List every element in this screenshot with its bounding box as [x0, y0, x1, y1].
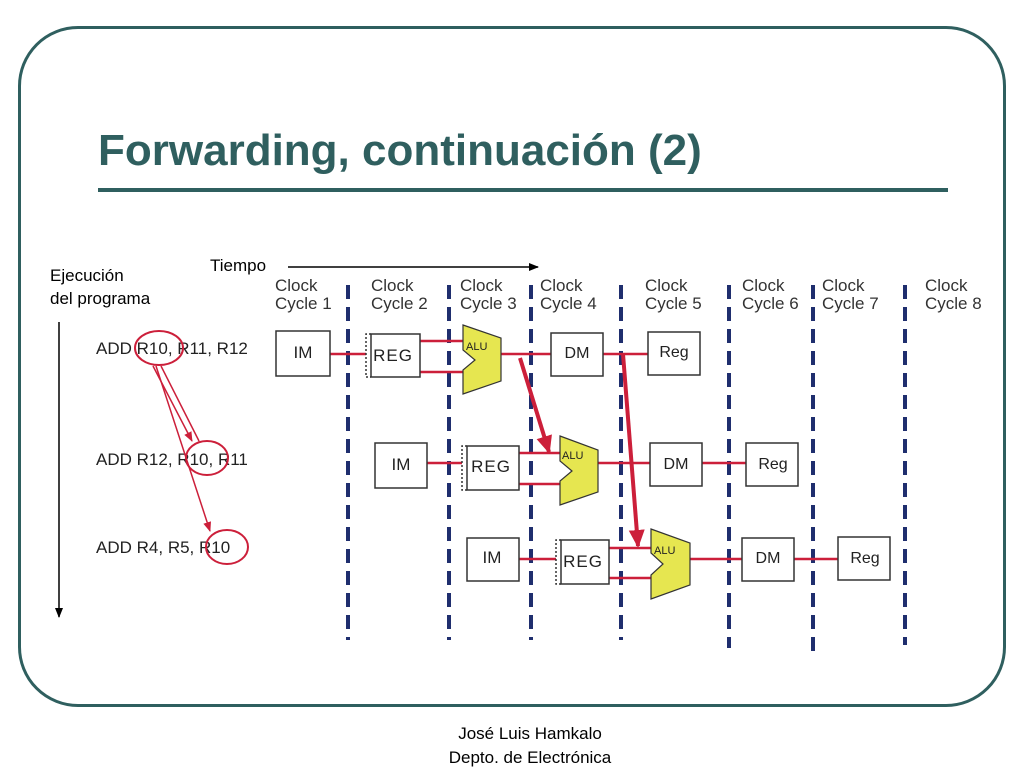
- footer-department: Depto. de Electrónica: [448, 748, 612, 767]
- pipeline-row-1: IM REG ALU DM Reg: [275, 324, 701, 395]
- dm-stage-box: [550, 332, 604, 377]
- alu-label: ALU: [466, 341, 487, 353]
- reg-stage-label: REG: [373, 346, 413, 365]
- dm-stage-box: [649, 442, 703, 487]
- time-label: Tiempo: [210, 256, 267, 275]
- alu-shape: [650, 528, 691, 600]
- clock-cycle-number: Cycle 4: [540, 294, 597, 313]
- dependency-arrow: [152, 365, 193, 442]
- clock-cycle-6-label: Clock Cycle 6: [742, 277, 799, 313]
- instr-op: ADD: [96, 538, 132, 557]
- forwarding-arrow-dm-to-alu: [621, 353, 645, 548]
- reg-stage-label: REG: [563, 552, 603, 571]
- clock-cycle-2-label: Clock Cycle 2: [371, 277, 428, 313]
- clock-cycle-word: Clock: [275, 276, 318, 295]
- clock-cycle-1-label: Clock Cycle 1: [275, 277, 332, 313]
- wb-reg-stage-label: Reg: [758, 456, 787, 473]
- footer-author: José Luis Hamkalo: [458, 724, 602, 743]
- exec-label-line2: del programa: [50, 289, 151, 308]
- wb-reg-stage-label: Reg: [659, 344, 688, 361]
- wb-reg-stage-label: Reg: [850, 550, 879, 567]
- clock-cycle-number: Cycle 6: [742, 294, 799, 313]
- alu-shape: [462, 324, 502, 395]
- dependency-arrow: [155, 365, 212, 532]
- alu-label: ALU: [562, 450, 583, 462]
- clock-cycle-3-label: Clock Cycle 3: [460, 277, 517, 313]
- instr-operand: R11: [217, 450, 248, 469]
- dm-stage-label: DM: [565, 345, 590, 362]
- clock-cycle-number: Cycle 8: [925, 294, 982, 313]
- dm-stage-box: [741, 537, 795, 582]
- wb-reg-stage-box: [647, 331, 701, 376]
- dm-stage-label: DM: [664, 456, 689, 473]
- program-execution-label: Ejecución del programa: [50, 264, 150, 310]
- clock-cycle-word: Clock: [460, 276, 503, 295]
- alu-shape: [559, 435, 599, 506]
- clock-cycle-word: Clock: [742, 276, 785, 295]
- clock-cycle-4-label: Clock Cycle 4: [540, 277, 597, 313]
- clock-cycle-number: Cycle 1: [275, 294, 332, 313]
- clock-cycle-word: Clock: [822, 276, 865, 295]
- slide-frame: [18, 26, 1006, 707]
- exec-label-line1: Ejecución: [50, 266, 124, 285]
- dependency-arrow: [160, 365, 200, 442]
- instr-operands: R11, R12: [177, 339, 248, 358]
- clock-cycle-number: Cycle 2: [371, 294, 428, 313]
- clock-cycle-word: Clock: [540, 276, 583, 295]
- instr-dest-register: R10,: [136, 339, 173, 358]
- register-highlight-circle: [134, 330, 184, 366]
- im-stage-box: [374, 442, 428, 489]
- clock-cycle-8-label: Clock Cycle 8: [925, 277, 982, 313]
- dm-stage-label: DM: [756, 550, 781, 567]
- im-stage-label: IM: [294, 343, 313, 362]
- title-underline: [98, 188, 948, 192]
- pipeline-row-2: IM REG ALU DM Reg: [374, 435, 799, 506]
- alu-label: ALU: [654, 545, 675, 557]
- reg-stage-box: [560, 539, 610, 585]
- im-stage-box: [466, 537, 520, 582]
- reg-stage-box: [466, 445, 520, 491]
- slide-title: Forwarding, continuación (2): [98, 126, 702, 175]
- clock-cycle-5-label: Clock Cycle 5: [645, 277, 702, 313]
- im-stage-box: [275, 330, 331, 377]
- clock-cycle-word: Clock: [925, 276, 968, 295]
- clock-cycle-number: Cycle 3: [460, 294, 517, 313]
- reg-stage-label: REG: [471, 457, 511, 476]
- register-highlight-circle: [205, 529, 249, 565]
- instr-dest-register: R12,: [136, 450, 173, 469]
- clock-cycle-number: Cycle 7: [822, 294, 879, 313]
- clock-cycle-word: Clock: [645, 276, 688, 295]
- wb-reg-stage-box: [837, 536, 891, 581]
- clock-cycle-7-label: Clock Cycle 7: [822, 277, 879, 313]
- instr-op: ADD: [96, 450, 132, 469]
- im-stage-label: IM: [392, 455, 411, 474]
- pipeline-row-3: IM REG ALU DM Reg: [466, 528, 891, 600]
- register-highlight-circle: [185, 440, 229, 476]
- reg-stage-box: [370, 333, 421, 378]
- im-stage-label: IM: [483, 548, 502, 567]
- forwarding-arrow-alu-to-alu: [518, 357, 552, 454]
- instr-operands: R4, R5,: [136, 538, 195, 557]
- instruction-1: ADD R10, R11, R12: [96, 339, 248, 359]
- clock-cycle-word: Clock: [371, 276, 414, 295]
- wb-reg-stage-box: [745, 442, 799, 487]
- instr-op: ADD: [96, 339, 132, 358]
- clock-cycle-number: Cycle 5: [645, 294, 702, 313]
